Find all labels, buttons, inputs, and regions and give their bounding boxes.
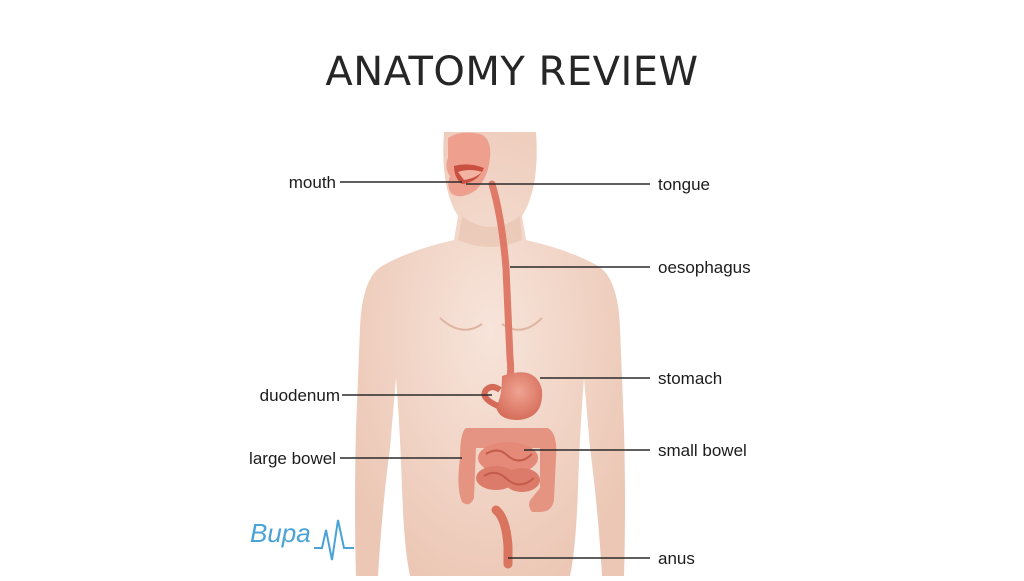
label-tongue: tongue <box>658 175 710 194</box>
label-mouth: mouth <box>288 173 336 192</box>
rectum-shape <box>491 505 513 569</box>
duodenum-shape <box>481 384 502 409</box>
small-bowel-loops <box>476 442 540 492</box>
slide-title: ANATOMY REVIEW <box>325 49 699 95</box>
svg-text:Bupa: Bupa <box>250 518 311 548</box>
anatomy-illustration <box>340 132 650 576</box>
label-duodenum: duodenum <box>259 386 340 405</box>
label-stomach: stomach <box>658 369 723 388</box>
bupa-logo: Bupa <box>248 508 358 566</box>
leader-lines <box>340 181 650 559</box>
stomach-shape <box>496 372 543 420</box>
digestive-system-diagram: mouth tongue oesophagus stomach duodenum… <box>240 128 800 576</box>
label-small-bowel: small bowel <box>658 441 747 460</box>
mouth-region <box>446 132 491 197</box>
label-large-bowel: large bowel <box>249 449 336 468</box>
label-oesophagus: oesophagus <box>658 258 751 277</box>
label-anus: anus <box>658 549 695 568</box>
body-silhouette <box>355 132 625 576</box>
